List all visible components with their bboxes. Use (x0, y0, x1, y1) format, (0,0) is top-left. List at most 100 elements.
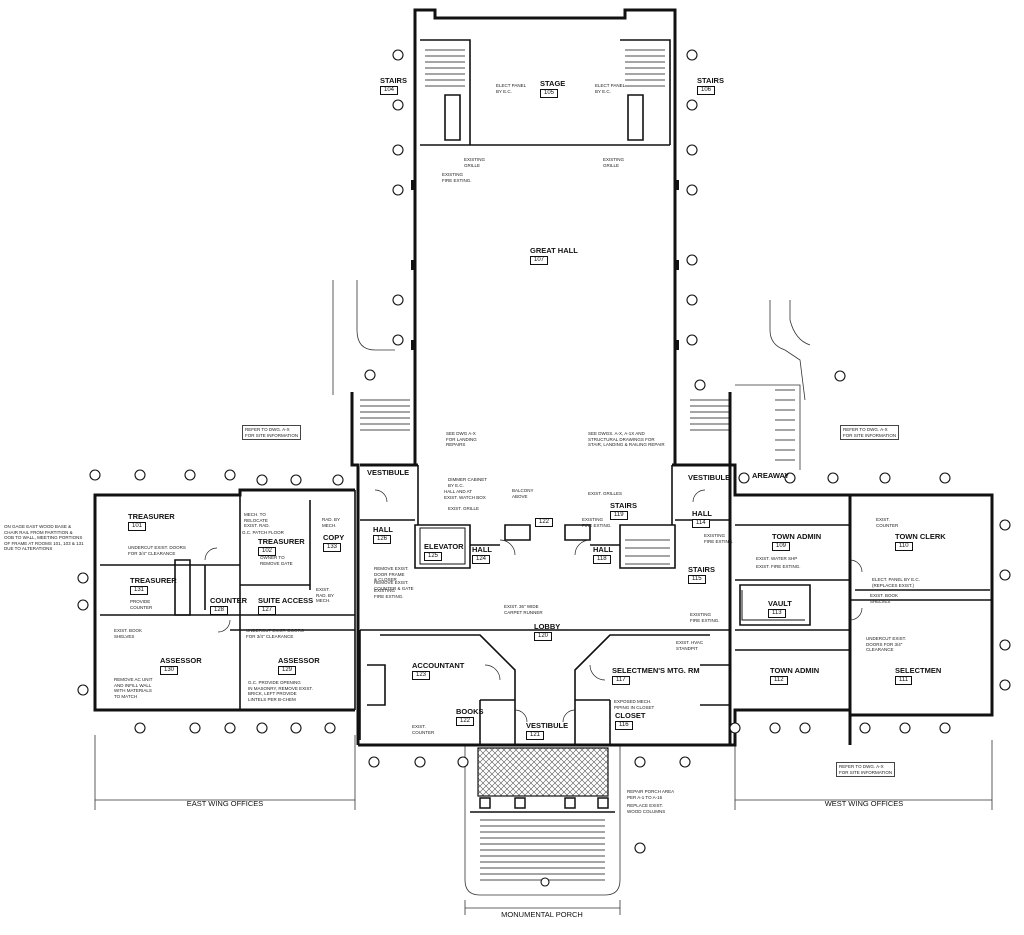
note-40: REPAIR PORCH AREA PER A-1 TO A-16 (627, 789, 675, 800)
room-label-stage: STAGE (540, 79, 566, 88)
room-number-treasurer-102: 102 (258, 547, 277, 556)
room-label-town-admin-112: TOWN ADMIN (770, 666, 820, 675)
wing-label-2: MONUMENTAL PORCH (501, 910, 583, 919)
room-number-accountant: 123 (412, 671, 431, 680)
note-29: PROVIDE COUNTER (130, 599, 153, 610)
site-reference-box: REFER TO DWG. A-X FOR SITE INFORMATION (242, 425, 302, 440)
room-label-suite-access: SUITE ACCESS (258, 596, 314, 605)
note-1: ELECT PANEL BY E.C. (595, 83, 626, 94)
room-number-hall-124: 124 (472, 555, 491, 564)
room-label-assessor-130: ASSESSOR (160, 656, 202, 665)
note-15: EXIST. FIRE EXTING. (756, 564, 801, 569)
note-14: EXIST. WATER SHP (756, 556, 798, 561)
note-6: SEE DWGS. A-X, A-1X AND STRUCTURAL DRAWI… (588, 431, 665, 447)
note-19: EXIST. 36" WIDE CARPET RUNNER (504, 604, 543, 615)
room-number-selectmens-mtg: 117 (612, 676, 630, 685)
room-number-room-122: 122 (535, 518, 554, 527)
note-20: EXISTING FIRE EXTING. (690, 612, 720, 623)
room-label-treasurer-101: TREASURER (128, 512, 175, 521)
elevator-box (419, 527, 805, 621)
stair-treads (360, 49, 795, 881)
note-25: G.C. PATCH FLOOR (242, 530, 284, 535)
note-21: EXIST. HVAC STANDPIT (676, 640, 704, 651)
porch (470, 747, 615, 813)
room-number-suite-access: 127 (258, 606, 277, 615)
note-37: ELECT. PANEL BY E.C. (REPLACES EXIST.) (872, 577, 920, 588)
room-label-great-hall: GREAT HALL (530, 246, 578, 255)
room-number-treasurer-131: 131 (130, 586, 149, 595)
note-26: OWNER TO REMOVE GATE (260, 555, 293, 566)
room-number-elevator: 125 (424, 552, 443, 561)
note-34: EXIST. COUNTER (412, 724, 435, 735)
room-label-town-admin-109: TOWN ADMIN (772, 532, 822, 541)
room-number-stage: 105 (540, 89, 559, 98)
room-label-hall-114: HALL (692, 509, 712, 518)
grid-markers (77, 49, 1011, 887)
note-4: EXISTING FIRE EXTING. (442, 172, 472, 183)
room-label-stairs-119: STAIRS (610, 501, 637, 510)
note-16: REMOVE EXIST. DOOR FRAME & CLOSER (374, 566, 409, 582)
note-2: EXISTING GRILLE (464, 157, 486, 168)
room-number-assessor-130: 130 (160, 666, 179, 675)
room-label-vault: VAULT (768, 599, 792, 608)
room-label-books: BOOKS (456, 707, 484, 716)
note-38: EXIST. BOOK SHELVES (870, 593, 899, 604)
room-number-hall-126: 126 (373, 535, 392, 544)
note-22: ON GAGE EAST WOOD BASE & CHAIR RAIL FROM… (4, 524, 84, 551)
site-lines (94, 280, 993, 915)
note-32: REMOVE AC UNIT AND INFILL WALL WITH MATE… (114, 677, 153, 699)
room-label-stairs-115: STAIRS (688, 565, 715, 574)
note-41: REPLACE EXIST. WOOD COLUMNS (627, 803, 666, 814)
room-number-stairs-104: 104 (380, 86, 399, 95)
room-label-assessor-129: ASSESSOR (278, 656, 320, 665)
room-label-hall-118: HALL (593, 545, 613, 554)
room-number-lobby: 120 (534, 632, 553, 641)
note-23: UNDERCUT EXIST. DOORS FOR 3/4" CLEARANCE (128, 545, 186, 556)
door-swings (204, 489, 863, 723)
room-label-treasurer-102: TREASURER (258, 537, 305, 546)
room-number-great-hall: 107 (530, 256, 549, 265)
room-label-hall-124: HALL (472, 545, 492, 554)
room-label-vestibule-left: VESTIBULE (367, 468, 410, 477)
note-9: BALCONY ABOVE (512, 488, 534, 499)
room-number-closet: 116 (615, 721, 633, 730)
room-number-stairs-115: 115 (688, 575, 706, 584)
room-number-books: 122 (456, 717, 475, 726)
room-number-assessor-129: 129 (278, 666, 297, 675)
note-10: EXIST. GRILLES (588, 491, 623, 496)
room-number-town-admin-112: 112 (770, 676, 788, 685)
interior-walls (100, 39, 992, 745)
room-label-treasurer-131: TREASURER (130, 576, 177, 585)
room-number-hall-118: 118 (593, 555, 611, 564)
note-7: DIMMER CABINET BY E.C. (448, 477, 488, 488)
room-number-vault: 113 (768, 609, 786, 618)
note-13: EXISTING FIRE EXTING. (704, 533, 734, 544)
wing-label-0: EAST WING OFFICES (186, 799, 264, 808)
room-label-elevator: ELEVATOR (424, 542, 464, 551)
note-18: REMOVE EXIST. COUNTER & GATE (374, 580, 414, 591)
note-11: EXIST. GRILLE (448, 506, 480, 511)
room-label-vestibule-right: VESTIBULE (688, 473, 731, 482)
note-8: HALL AND AT EXIST. WATCH BOX (444, 489, 486, 500)
room-label-stairs-106: STAIRS (697, 76, 724, 85)
room-label-lobby: LOBBY (534, 622, 561, 631)
note-24: MECH. TO RELOCATE EXIST. RAD. (244, 512, 270, 528)
wing-label-1: WEST WING OFFICES (824, 799, 904, 808)
room-label-selectmen: SELECTMEN (895, 666, 942, 675)
room-label-counter: COUNTER (210, 596, 248, 605)
room-number-counter: 128 (210, 606, 229, 615)
room-label-areaway: AREAWAY (752, 471, 790, 480)
note-12: EXISTING FIRE EXTING. (582, 517, 612, 528)
room-number-stairs-119: 119 (610, 511, 628, 520)
note-5: SEE DWG A-X FOR LANDING REPAIRS (446, 431, 477, 447)
room-label-copy: COPY (323, 533, 345, 542)
note-0: ELECT PANEL BY E.C. (496, 83, 527, 94)
room-label-vestibule-121: VESTIBULE (526, 721, 569, 730)
note-31: UNDERCUT EXIST. DOORS FOR 3/4" CLEARANCE (246, 628, 304, 639)
room-number-vestibule-121: 121 (526, 731, 545, 740)
room-number-town-admin-109: 109 (772, 542, 791, 551)
room-label-accountant: ACCOUNTANT (412, 661, 465, 670)
note-39: UNDERCUT EXIST. DOORS FOR 3/4" CLEARANCE (866, 636, 907, 652)
room-label-closet: CLOSET (615, 711, 646, 720)
